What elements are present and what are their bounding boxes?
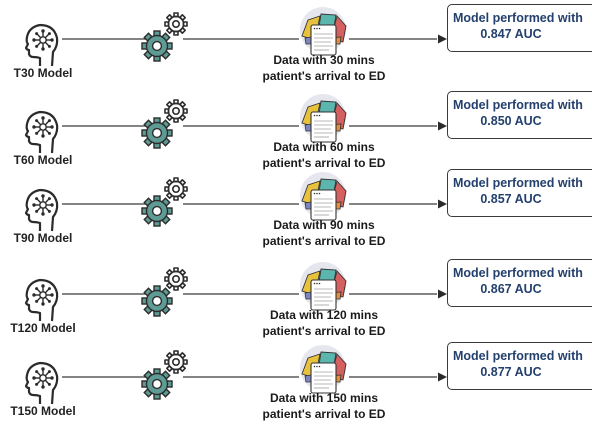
data-description: Data with 60 mins patient's arrival to E…: [226, 139, 422, 171]
data-description-line1: Data with 60 mins: [273, 140, 375, 154]
auc-value: 0.850 AUC: [480, 114, 542, 128]
result-prefix: Model performed with: [453, 349, 583, 363]
gears-icon: [141, 10, 191, 62]
pipeline-row-t90: T90 Model Data with 90 mins patient's ar…: [0, 169, 592, 271]
gears-icon: [141, 265, 191, 317]
result-box: Model performed with 0.847 AUC: [447, 4, 592, 52]
data-description-line1: Data with 150 mins: [269, 391, 379, 405]
brain-head-icon: [17, 277, 63, 323]
brain-head-icon: [17, 109, 63, 155]
connector-lines: [62, 121, 447, 131]
gears-icon: [141, 175, 191, 227]
model-label: T90 Model: [13, 231, 73, 245]
result-box: Model performed with 0.857 AUC: [447, 169, 592, 217]
arrow-icon: [438, 289, 447, 299]
gears-icon: [141, 348, 191, 400]
data-description: Data with 120 mins patient's arrival to …: [226, 307, 422, 339]
data-description: Data with 90 mins patient's arrival to E…: [226, 217, 422, 249]
data-description-line1: Data with 120 mins: [269, 308, 379, 322]
gears-icon: [141, 97, 191, 149]
arrow-icon: [438, 121, 447, 131]
data-description-line2: patient's arrival to ED: [262, 407, 386, 421]
model-label: T60 Model: [13, 153, 73, 167]
model-label: T30 Model: [13, 66, 73, 80]
result-prefix: Model performed with: [453, 98, 583, 112]
arrow-icon: [438, 199, 447, 209]
data-description-line1: Data with 90 mins: [273, 218, 375, 232]
data-description-line1: Data with 30 mins: [273, 53, 375, 67]
result-box: Model performed with 0.867 AUC: [447, 259, 592, 307]
pipeline-row-t30: T30 Model Data with 30 mins patient's ar…: [0, 4, 592, 106]
data-description-line2: patient's arrival to ED: [262, 234, 386, 248]
result-box: Model performed with 0.850 AUC: [447, 91, 592, 139]
result-prefix: Model performed with: [453, 176, 583, 190]
connector-lines: [62, 289, 447, 299]
connector-lines: [62, 372, 447, 382]
connector-lines: [62, 34, 447, 44]
data-description-line2: patient's arrival to ED: [262, 69, 386, 83]
pipeline-row-t120: T120 Model Data with 120 mins patient's …: [0, 259, 592, 361]
brain-head-icon: [17, 22, 63, 68]
data-description-line2: patient's arrival to ED: [262, 324, 386, 338]
data-description: Data with 30 mins patient's arrival to E…: [226, 52, 422, 84]
connector-lines: [62, 199, 447, 209]
result-prefix: Model performed with: [453, 266, 583, 280]
model-label: T120 Model: [10, 321, 76, 335]
brain-head-icon: [17, 187, 63, 233]
result-box: Model performed with 0.877 AUC: [447, 342, 592, 390]
pipeline-row-t150: T150 Model Data with 150 mins patient's …: [0, 342, 592, 444]
arrow-icon: [438, 372, 447, 382]
result-prefix: Model performed with: [453, 11, 583, 25]
auc-value: 0.877 AUC: [480, 365, 542, 379]
auc-value: 0.847 AUC: [480, 27, 542, 41]
auc-value: 0.867 AUC: [480, 282, 542, 296]
model-label: T150 Model: [10, 404, 76, 418]
data-description-line2: patient's arrival to ED: [262, 156, 386, 170]
arrow-icon: [438, 34, 447, 44]
brain-head-icon: [17, 360, 63, 406]
auc-value: 0.857 AUC: [480, 192, 542, 206]
data-description: Data with 150 mins patient's arrival to …: [226, 390, 422, 422]
pipeline-row-t60: T60 Model Data with 60 mins patient's ar…: [0, 91, 592, 193]
